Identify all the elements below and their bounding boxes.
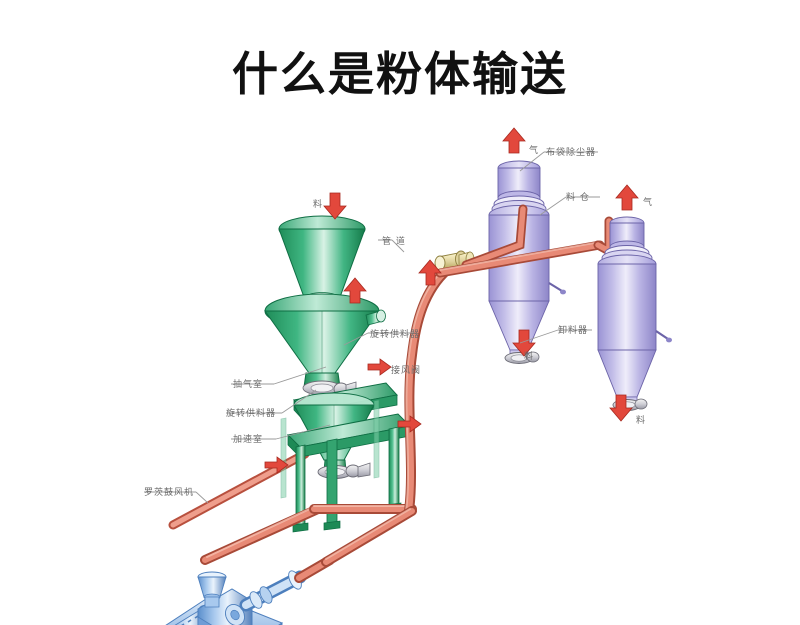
arrow-air-up-hopper	[343, 277, 367, 304]
roots-blower-unit	[165, 555, 335, 625]
label-material-out-2: 料	[636, 416, 647, 426]
label-air-out-2: 气	[643, 198, 654, 208]
arrow-conveying	[397, 415, 422, 433]
leader-lines	[144, 151, 600, 504]
label-air-inlet-valve: 接风阀	[391, 366, 422, 376]
label-air-out-1: 气	[529, 146, 540, 156]
label-rotary-feeder-low: 旋转供料器	[226, 409, 277, 419]
arrow-material-out-1	[512, 329, 536, 357]
label-accel-chamber: 加速室	[233, 435, 264, 445]
dust-collector-right	[601, 216, 653, 267]
air-takeoff-nozzle	[365, 309, 386, 326]
label-discharger: 卸料器	[558, 326, 589, 336]
blower-inlet-funnel	[197, 571, 227, 608]
diagram-canvas	[144, 127, 672, 625]
label-roots-blower: 罗茨鼓风机	[144, 488, 195, 498]
label-suction-chamber: 抽气室	[233, 380, 264, 390]
label-silo: 料 仓	[566, 193, 590, 203]
rotary-valve-lower	[317, 459, 371, 479]
support-frame-legs	[280, 399, 402, 533]
pipe-bridge	[321, 506, 417, 567]
label-feed-in: 料	[313, 200, 324, 210]
pipe-long-cross	[435, 240, 605, 278]
pipe-horizontal-run	[309, 504, 417, 514]
pipe-riser-main	[404, 265, 452, 516]
label-material-out-1: 料	[524, 352, 535, 362]
pipe-blower-line	[200, 504, 323, 565]
label-pipeline: 管 道	[382, 237, 406, 247]
arrow-air-out-1	[502, 127, 526, 154]
page-title: 什么是粉体输送	[232, 47, 568, 101]
label-bag-dust-collector: 布袋除尘器	[546, 148, 597, 158]
arrow-air-inlet	[367, 358, 392, 376]
arrow-blower-feed	[264, 456, 289, 474]
silo-right	[597, 216, 672, 411]
pipe-down-to-right-silo	[593, 216, 614, 259]
arrow-feed-in	[323, 192, 347, 220]
pipe-into-silo-left	[461, 204, 528, 270]
blower-discharge-pipe	[239, 555, 335, 612]
arrow-air-out-2	[615, 184, 639, 211]
system-diagram: 料 管 道 旋转供料器 接风阀 抽气室 旋转供料器 加速室 罗茨鼓风机 布袋除尘…	[0, 105, 800, 625]
arrow-material-out-2	[609, 394, 633, 422]
arrow-air-pipe	[418, 259, 442, 286]
label-rotary-feeder-top: 旋转供料器	[370, 330, 421, 340]
silo-left	[488, 160, 566, 364]
